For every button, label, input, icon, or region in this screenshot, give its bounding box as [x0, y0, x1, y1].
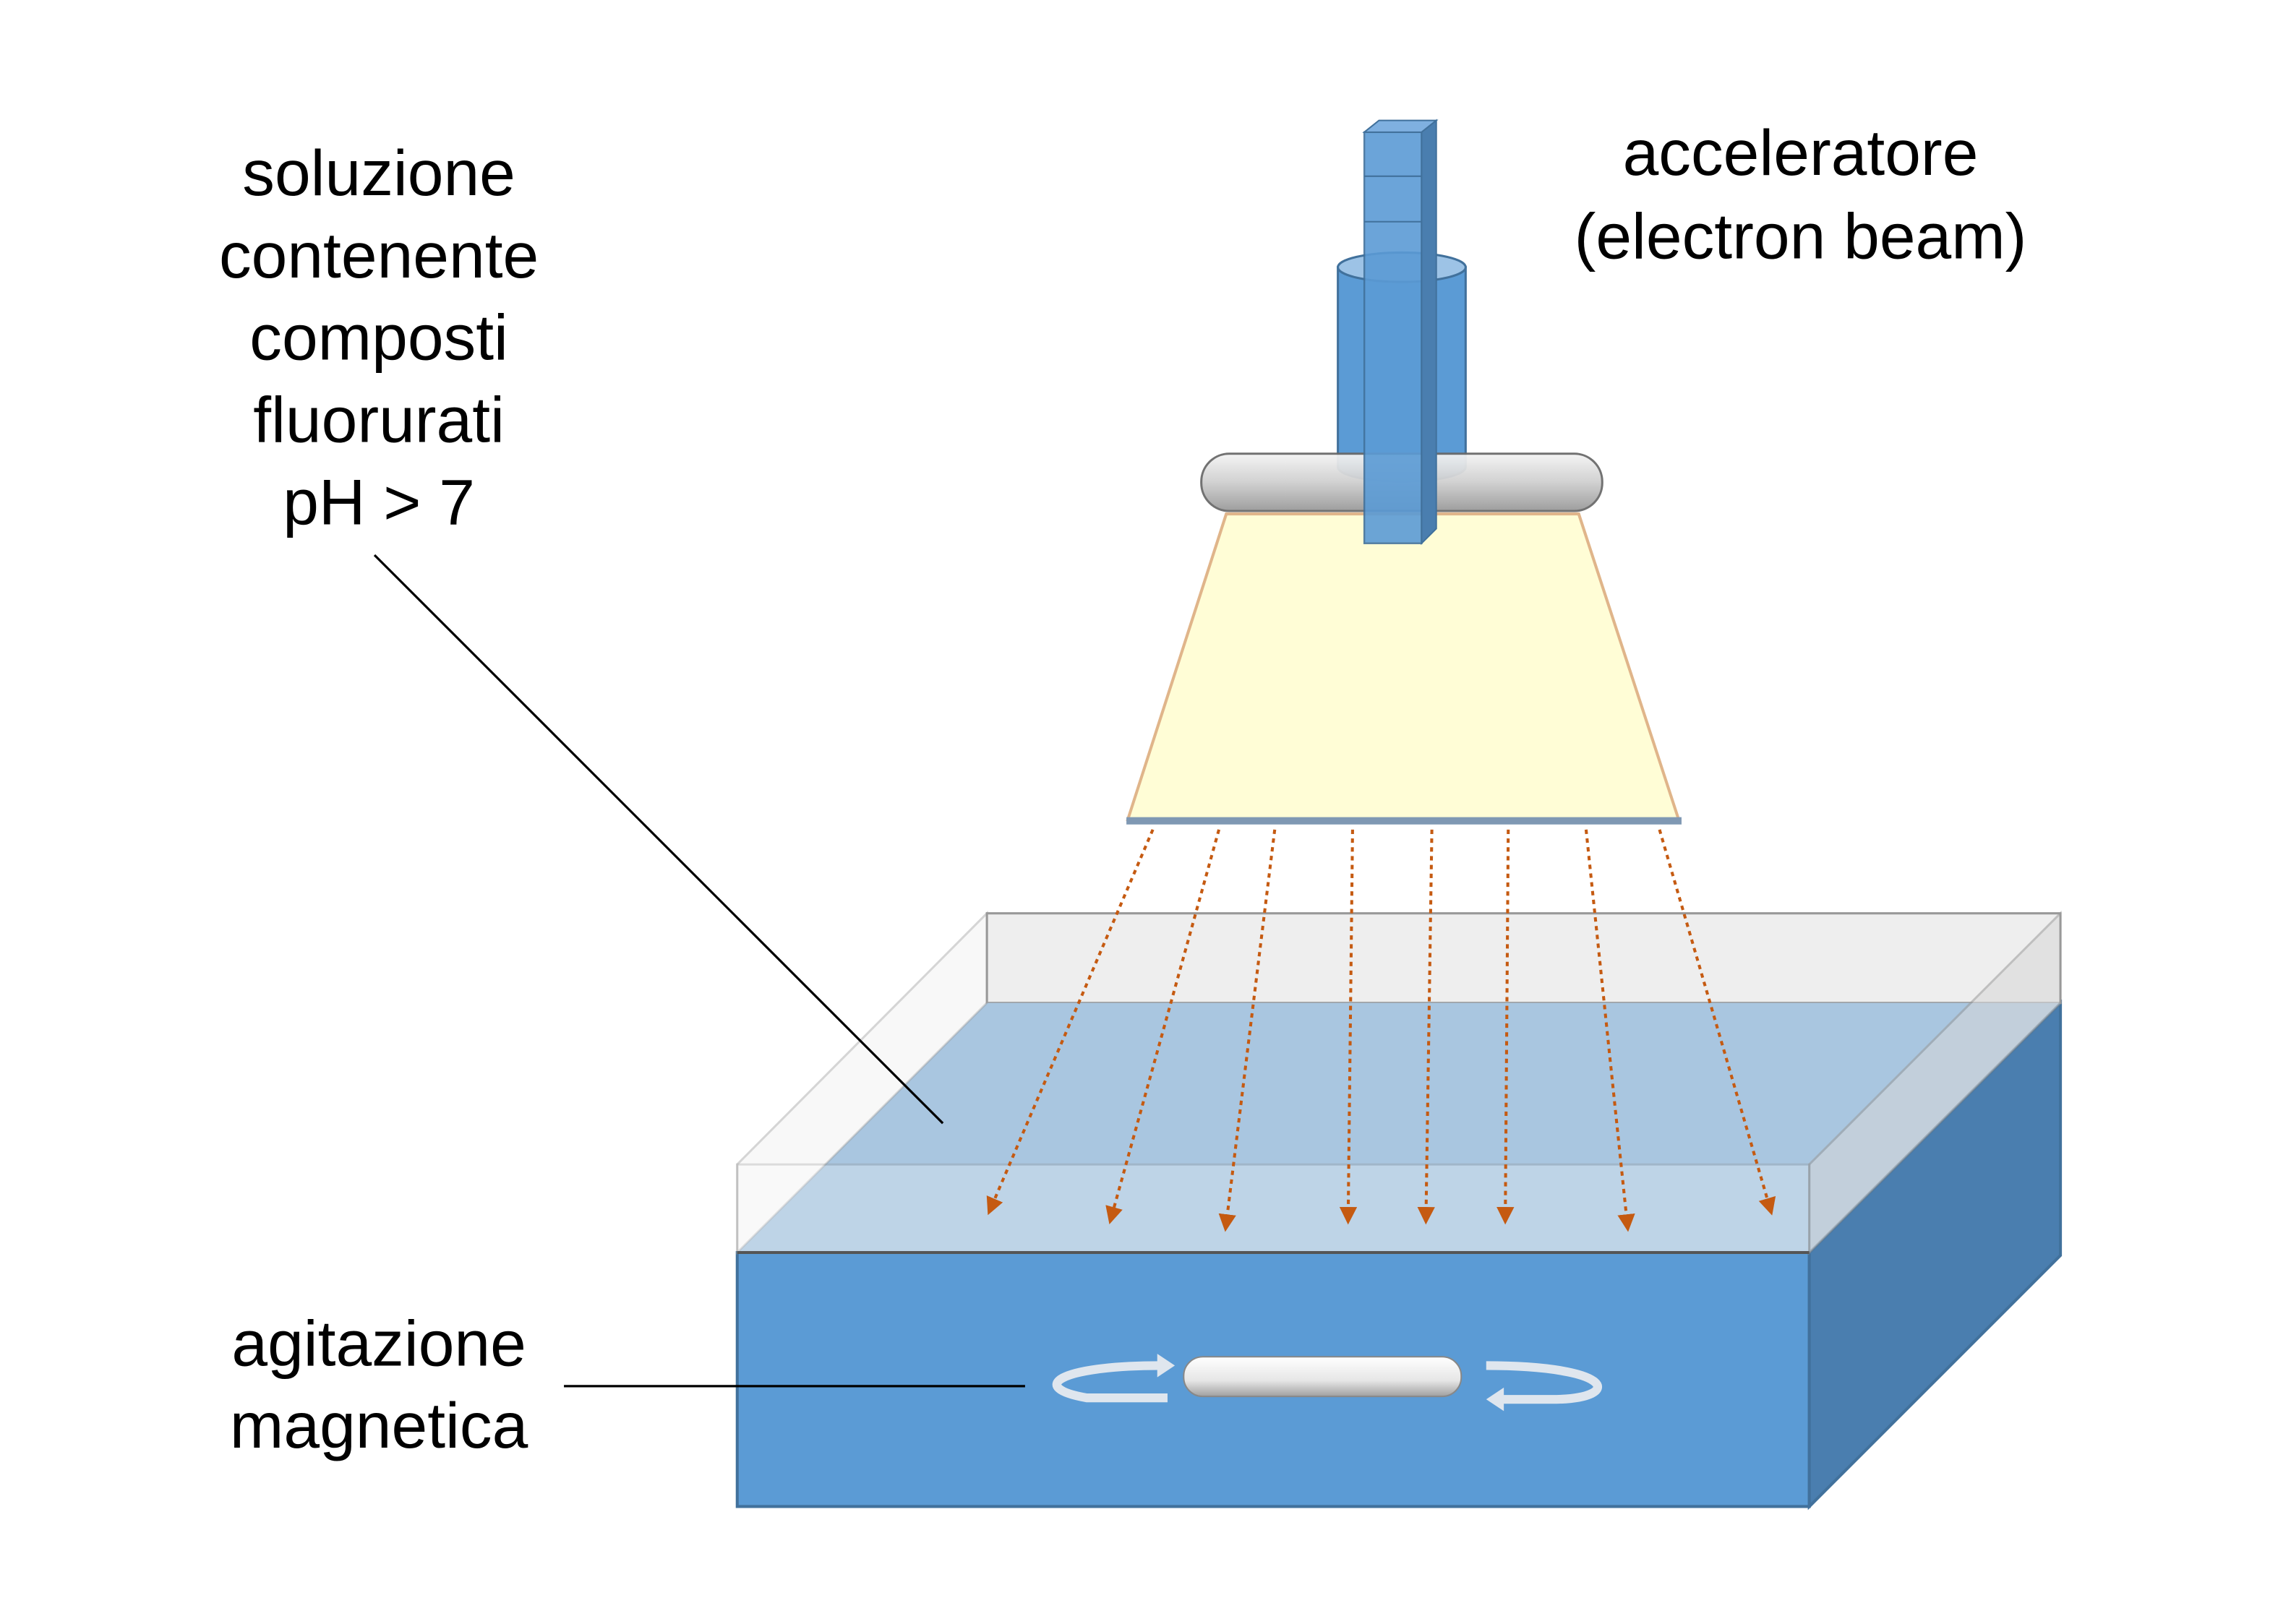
accelerator-label: acceleratore (electron beam) — [1575, 116, 2027, 272]
beam-arrow — [1584, 829, 1635, 1232]
label-line: composti — [249, 301, 508, 374]
water-surface — [737, 1002, 2061, 1253]
glass-back-wall — [985, 912, 2062, 1005]
solution-label: soluzione contenente composti fluorurati… — [219, 137, 539, 538]
beam-arrow — [1496, 829, 1515, 1225]
label-line: acceleratore — [1623, 116, 1979, 189]
magnetic-stir-bar — [1052, 1354, 1602, 1412]
label-line: fluorurati — [253, 384, 505, 456]
glass-front-wall — [736, 1163, 1811, 1254]
rotation-arrow-left-icon — [1052, 1361, 1168, 1403]
tank — [735, 910, 2063, 1511]
label-line: agitazione — [231, 1307, 526, 1379]
rotation-arrow-right-icon — [1486, 1361, 1602, 1404]
label-line: pH > 7 — [283, 465, 475, 538]
stirring-label: agitazione magnetica — [230, 1307, 528, 1461]
accelerator — [1126, 119, 1682, 825]
beam-arrow — [986, 829, 1155, 1216]
beam-arrow — [1417, 829, 1435, 1225]
label-line: magnetica — [230, 1389, 528, 1461]
beam-arrow — [1339, 829, 1358, 1225]
solution-leader-line — [373, 554, 944, 1125]
label-line: contenente — [219, 219, 539, 291]
electron-beam-arrows — [986, 829, 1776, 1232]
beam-cone — [1126, 512, 1681, 821]
label-line: soluzione — [242, 137, 515, 209]
label-line: (electron beam) — [1575, 200, 2027, 272]
beam-arrow — [1658, 829, 1776, 1216]
glass-left-wall — [736, 910, 988, 1255]
glass-right-wall — [1808, 911, 2062, 1255]
